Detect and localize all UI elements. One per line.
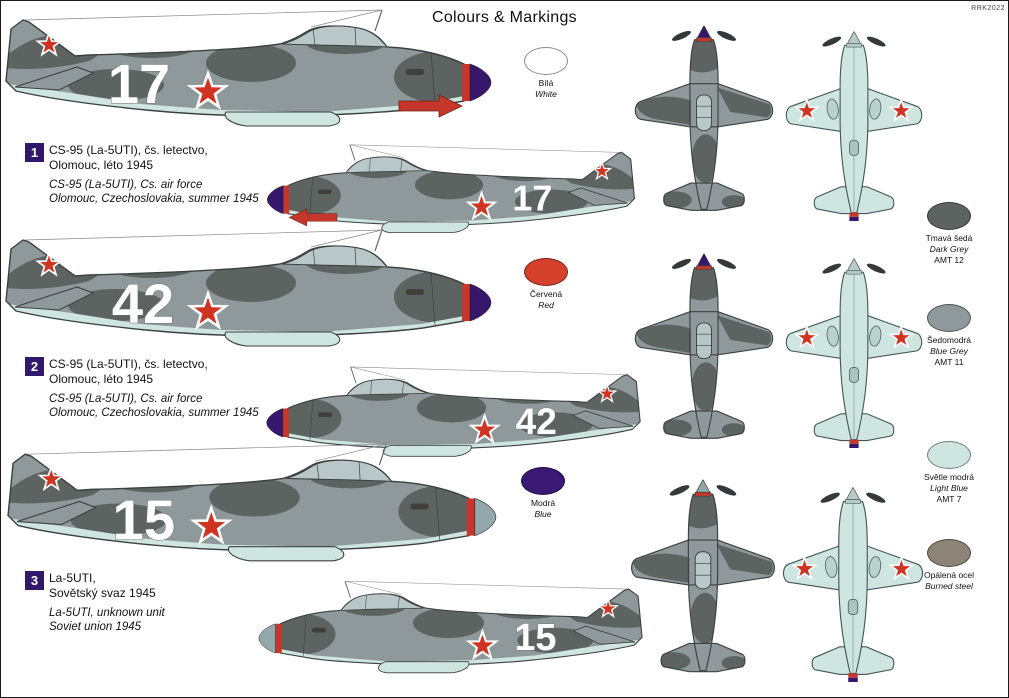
swatch-dark-grey: Tmavá šedá Dark Grey AMT 12 xyxy=(914,202,984,266)
color-chip xyxy=(927,539,971,567)
scheme-english-line-1: La-5UTI, unknown unit xyxy=(49,607,165,619)
scheme-2-bottom-view xyxy=(780,258,928,453)
swatch-blue-grey: Šedomodrá Blue Grey AMT 11 xyxy=(914,304,984,368)
scheme-czech-line-1: CS-95 (La-5UTI), čs. letectvo, xyxy=(49,143,208,157)
swatch-name: Tmavá šedá xyxy=(925,233,973,243)
color-chip xyxy=(521,467,565,495)
tactical-number: 15 xyxy=(514,617,556,659)
scheme-1-side-profile-right: 17 xyxy=(1,5,501,145)
swatch-english-name: Blue xyxy=(534,509,552,520)
swatch-english-name: White xyxy=(535,89,557,100)
swatch-name: Světle modrá xyxy=(923,472,975,482)
scheme-number-badge: 1 xyxy=(25,143,44,162)
scheme-2-side-profile-left: 42 xyxy=(259,363,644,471)
scheme-number-badge: 2 xyxy=(25,357,44,376)
swatch-name: Bílá xyxy=(538,78,554,88)
scheme-czech-line-2: Sovětský svaz 1945 xyxy=(49,586,156,600)
scheme-1-caption: 1 CS-95 (La-5UTI), čs. letectvo, Olomouc… xyxy=(25,143,261,207)
swatch-english-name: Burned steel xyxy=(925,581,973,592)
color-chip xyxy=(524,258,568,286)
scheme-1-top-view xyxy=(629,25,779,223)
swatch-english-name: Blue Grey xyxy=(930,346,968,357)
scheme-3-side-profile-left: 15 xyxy=(251,577,646,688)
tactical-number: 17 xyxy=(512,178,552,219)
scheme-english-line-2: Olomouc, Czechoslovakia, summer 1945 xyxy=(49,193,259,206)
swatch-name: Opálená ocel xyxy=(923,570,975,580)
red-arrow-marking xyxy=(288,208,338,227)
scheme-2-top-view xyxy=(629,253,779,451)
scheme-2-caption: 2 CS-95 (La-5UTI), čs. letectvo, Olomouc… xyxy=(25,357,261,421)
tactical-number: 42 xyxy=(112,272,174,335)
swatch-name: Červená xyxy=(529,289,563,299)
scheme-english-line-2: Olomouc, Czechoslovakia, summer 1945 xyxy=(49,407,259,420)
scheme-english-line-1: CS-95 (La-5UTI), Cs. air force xyxy=(49,393,203,405)
scheme-1-side-profile-left: 17 xyxy=(259,141,639,247)
swatch-burned-steel: Opálená ocel Burned steel xyxy=(914,539,984,592)
swatch-paint-code: AMT 7 xyxy=(936,494,962,505)
swatch-name: Šedomodrá xyxy=(927,335,971,345)
color-chip xyxy=(524,47,568,75)
swatch-red: Červená Red xyxy=(511,258,581,311)
color-chip xyxy=(927,304,971,332)
scheme-1-bottom-view xyxy=(780,31,928,226)
scheme-3-top-view xyxy=(625,479,781,685)
scheme-3-caption: 3 La-5UTI, Sovětský svaz 1945 La-5UTI, u… xyxy=(25,571,261,635)
swatch-english-name: Light Blue xyxy=(930,483,968,494)
color-chip xyxy=(927,441,971,469)
scheme-3-bottom-view xyxy=(777,487,929,687)
page-title: Colours & Markings xyxy=(431,9,577,26)
tactical-number: 42 xyxy=(516,401,557,442)
red-arrow-marking xyxy=(398,94,463,118)
scheme-czech-line-1: CS-95 (La-5UTI), čs. letectvo, xyxy=(49,357,208,371)
tactical-number: 17 xyxy=(108,52,170,115)
swatch-light-blue: Světle modrá Light Blue AMT 7 xyxy=(914,441,984,505)
swatch-name: Modrá xyxy=(530,498,556,508)
scheme-czech-line-2: Olomouc, léto 1945 xyxy=(49,158,154,172)
swatch-english-name: Dark Grey xyxy=(929,244,969,255)
scheme-number-badge: 3 xyxy=(25,571,44,590)
scheme-2-side-profile-right: 42 xyxy=(1,225,501,365)
swatch-english-name: Red xyxy=(538,300,554,311)
tactical-number: 15 xyxy=(113,489,176,552)
swatch-paint-code: AMT 11 xyxy=(934,357,964,368)
scheme-english-line-2: Soviet union 1945 xyxy=(49,621,142,634)
swatch-blue: Modrá Blue xyxy=(508,467,578,520)
sheet-code: RRK2022 xyxy=(971,5,1005,12)
color-chip xyxy=(927,202,971,230)
scheme-czech-line-1: La-5UTI, xyxy=(49,571,96,585)
scheme-czech-line-2: Olomouc, léto 1945 xyxy=(49,372,154,386)
scheme-english-line-1: CS-95 (La-5UTI), Cs. air force xyxy=(49,179,203,191)
scheme-3-side-profile-right: 15 xyxy=(3,439,506,580)
swatch-paint-code: AMT 12 xyxy=(934,255,964,266)
swatch-white: Bílá White xyxy=(511,47,581,100)
